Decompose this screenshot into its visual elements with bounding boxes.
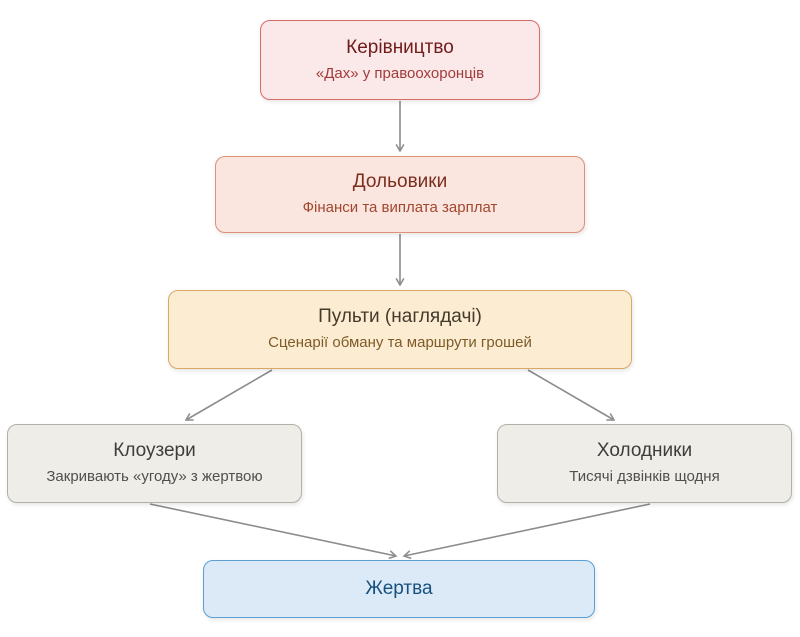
node-leadership-subtitle: «Дах» у правоохоронців: [315, 64, 485, 82]
node-dolovyky-title: Дольовики: [352, 171, 448, 193]
node-pulty-subtitle: Сценарії обману та маршрути грошей: [268, 334, 532, 352]
arrow-kholodnyky-to-victim: [402, 503, 651, 560]
node-victim-title: Жертва: [365, 577, 433, 599]
node-kholodnyky-subtitle: Тисячі дзвінків щодня: [569, 468, 720, 486]
node-closers-title: Клоузери: [113, 440, 196, 462]
node-pulty-title: Пульти (наглядачі): [318, 306, 482, 328]
arrow-pulty-to-closers: [184, 369, 273, 421]
node-closers-subtitle: Закривають «угоду» з жертвою: [46, 468, 263, 486]
node-pulty: Пульти (наглядачі) Сценарії обману та ма…: [168, 290, 632, 369]
node-victim: Жертва: [203, 560, 595, 618]
arrow-closers-to-victim: [149, 503, 398, 560]
node-dolovyky-subtitle: Фінанси та виплата зарплат: [302, 199, 498, 217]
node-dolovyky: Дольовики Фінанси та виплата зарплат: [215, 156, 585, 233]
node-leadership: Керівництво «Дах» у правоохоронців: [260, 20, 540, 100]
node-kholodnyky: Холодники Тисячі дзвінків щодня: [497, 424, 792, 503]
node-leadership-title: Керівництво: [346, 36, 454, 58]
node-closers: Клоузери Закривають «угоду» з жертвою: [7, 424, 302, 503]
arrow-pulty-to-kholodnyky: [527, 369, 616, 421]
node-kholodnyky-title: Холодники: [596, 440, 693, 462]
